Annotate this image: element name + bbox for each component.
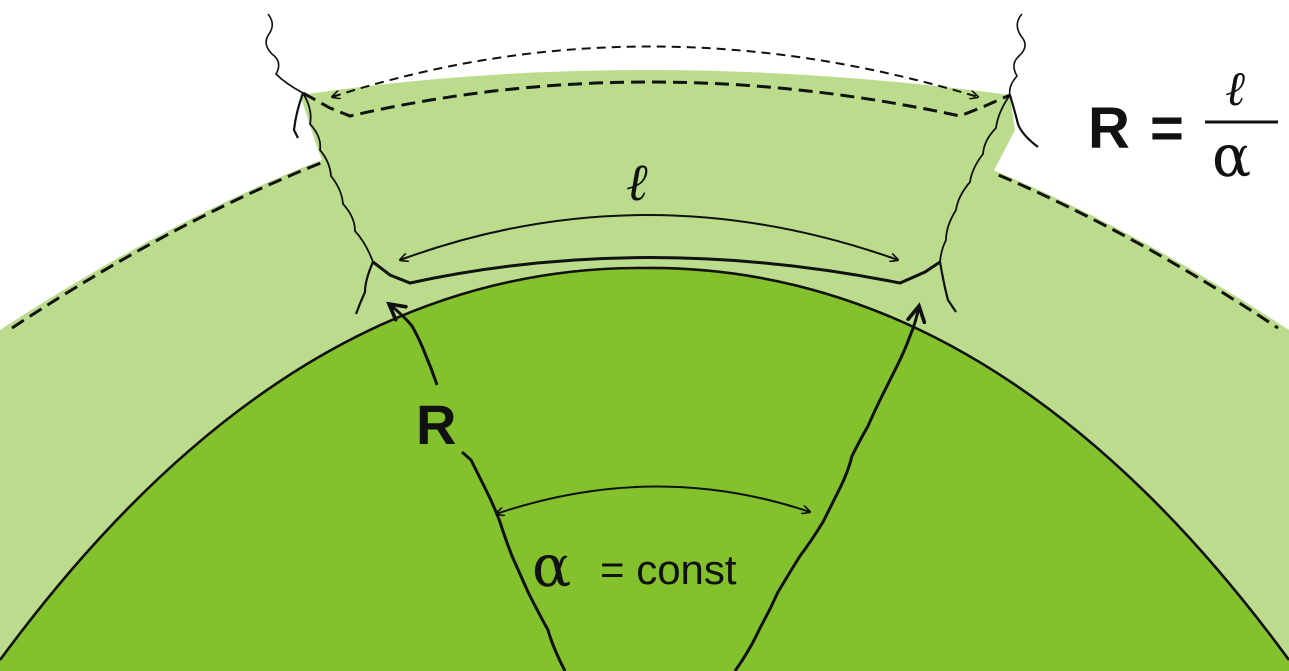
formula-lhs: R <box>1088 96 1130 161</box>
angle-relation: = const <box>600 546 737 593</box>
radius-label: R <box>416 393 456 456</box>
formula-denominator: α <box>1212 122 1251 190</box>
grain-cell <box>300 70 1015 262</box>
formula-numerator: ℓ <box>1225 61 1245 117</box>
grain-boundary-right-top <box>1010 14 1025 95</box>
angle-symbol: α <box>532 532 571 600</box>
formula-equals: = <box>1150 96 1184 161</box>
grain-boundary-left-top <box>266 14 303 93</box>
formula: R = ℓ α <box>1088 61 1278 190</box>
arc-length-label: ℓ <box>626 153 648 213</box>
